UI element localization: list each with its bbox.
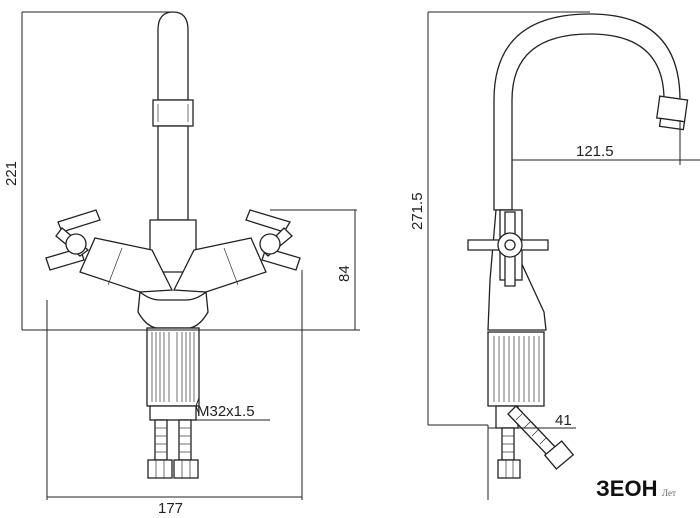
dimension-thread: M32x1.5 [197,403,255,420]
dimension-front-width: 177 [158,500,183,517]
dimension-side-reach: 121.5 [576,143,614,160]
dimension-front-height: 221 [3,161,20,186]
dimension-side-height: 271.5 [409,192,426,230]
zeon-logo: ЗЕОН Лет [596,476,676,501]
dimension-front-base-height: 84 [336,265,353,282]
dimension-hose-offset: 41 [555,412,572,429]
front-view [21,11,360,500]
logo-tail-text: Лет [662,488,676,498]
side-view [427,11,700,500]
logo-main-text: ЗЕОН [596,476,657,501]
